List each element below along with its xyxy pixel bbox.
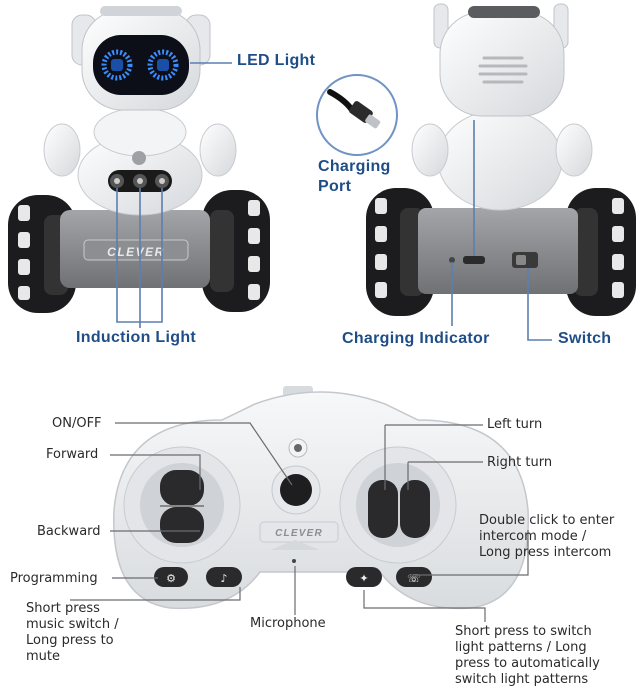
backward-button	[160, 507, 204, 543]
light-label-line1: Short press to switch	[455, 624, 592, 639]
charging-indicator-label: Charging Indicator	[342, 330, 490, 347]
programming-button	[154, 567, 188, 587]
forward-label: Forward	[46, 447, 99, 462]
programming-icon: ⚙	[166, 572, 176, 585]
backward-label: Backward	[37, 524, 101, 539]
robot-back-body	[437, 109, 563, 211]
left-turn-label: Left turn	[487, 417, 543, 432]
robot-front-head	[71, 6, 211, 111]
robot-back-chassis	[418, 208, 578, 294]
robot-front	[8, 6, 270, 313]
usb-cable-inset	[316, 74, 398, 156]
remote-controller: ⚙ ♪ ✦ ☏	[113, 386, 529, 610]
intercom-label-line2: intercom mode /	[479, 529, 587, 544]
left-turn-button	[368, 480, 398, 538]
robot-back	[366, 3, 636, 316]
intercom-label-line3: Long press intercom	[479, 545, 612, 560]
music-icon: ♪	[220, 572, 227, 585]
top-callout-lines	[116, 62, 552, 341]
controller-badge: CLEVER	[275, 528, 323, 539]
robot-back-right-wheel	[566, 188, 636, 316]
right-turn-button	[400, 480, 430, 538]
robot-back-head	[433, 3, 569, 117]
on-off-label: ON/OFF	[52, 416, 102, 431]
music-label-line3: Long press to	[26, 633, 114, 648]
light-label-line2: light patterns / Long	[455, 640, 587, 655]
right-turn-label: Right turn	[487, 455, 553, 470]
intercom-icon: ☏	[407, 572, 421, 585]
charging-port	[463, 256, 485, 264]
microphone-hole	[292, 559, 296, 563]
on-off-button	[280, 474, 312, 506]
light-label-line3: press to automatically	[455, 656, 600, 671]
light-label-line4: switch light patterns	[455, 672, 589, 687]
charging-port-label-line1: Charging	[318, 158, 391, 175]
controller-callout-lines	[70, 422, 529, 622]
robot-front-right-wheel	[202, 190, 270, 312]
robot-front-badge: CLEVER	[107, 245, 165, 259]
intercom-label-line1: Double click to enter	[479, 513, 615, 528]
music-label-line4: mute	[26, 649, 60, 664]
induction-light-sensors	[108, 170, 172, 192]
led-eyes	[101, 49, 179, 81]
microphone-label: Microphone	[250, 616, 326, 631]
switch-label: Switch	[558, 330, 612, 347]
charging-indicator-led	[449, 257, 455, 263]
charging-port-label-line2: Port	[318, 178, 352, 195]
programming-label: Programming	[10, 571, 98, 586]
led-light-label: LED Light	[237, 52, 316, 69]
forward-button	[160, 470, 204, 506]
music-label-line1: Short press	[26, 601, 100, 616]
music-label-line2: music switch /	[26, 617, 119, 632]
light-button	[346, 567, 382, 587]
induction-light-label: Induction Light	[76, 329, 197, 346]
music-button	[206, 567, 242, 587]
light-icon: ✦	[359, 572, 368, 585]
intercom-button	[396, 567, 432, 587]
